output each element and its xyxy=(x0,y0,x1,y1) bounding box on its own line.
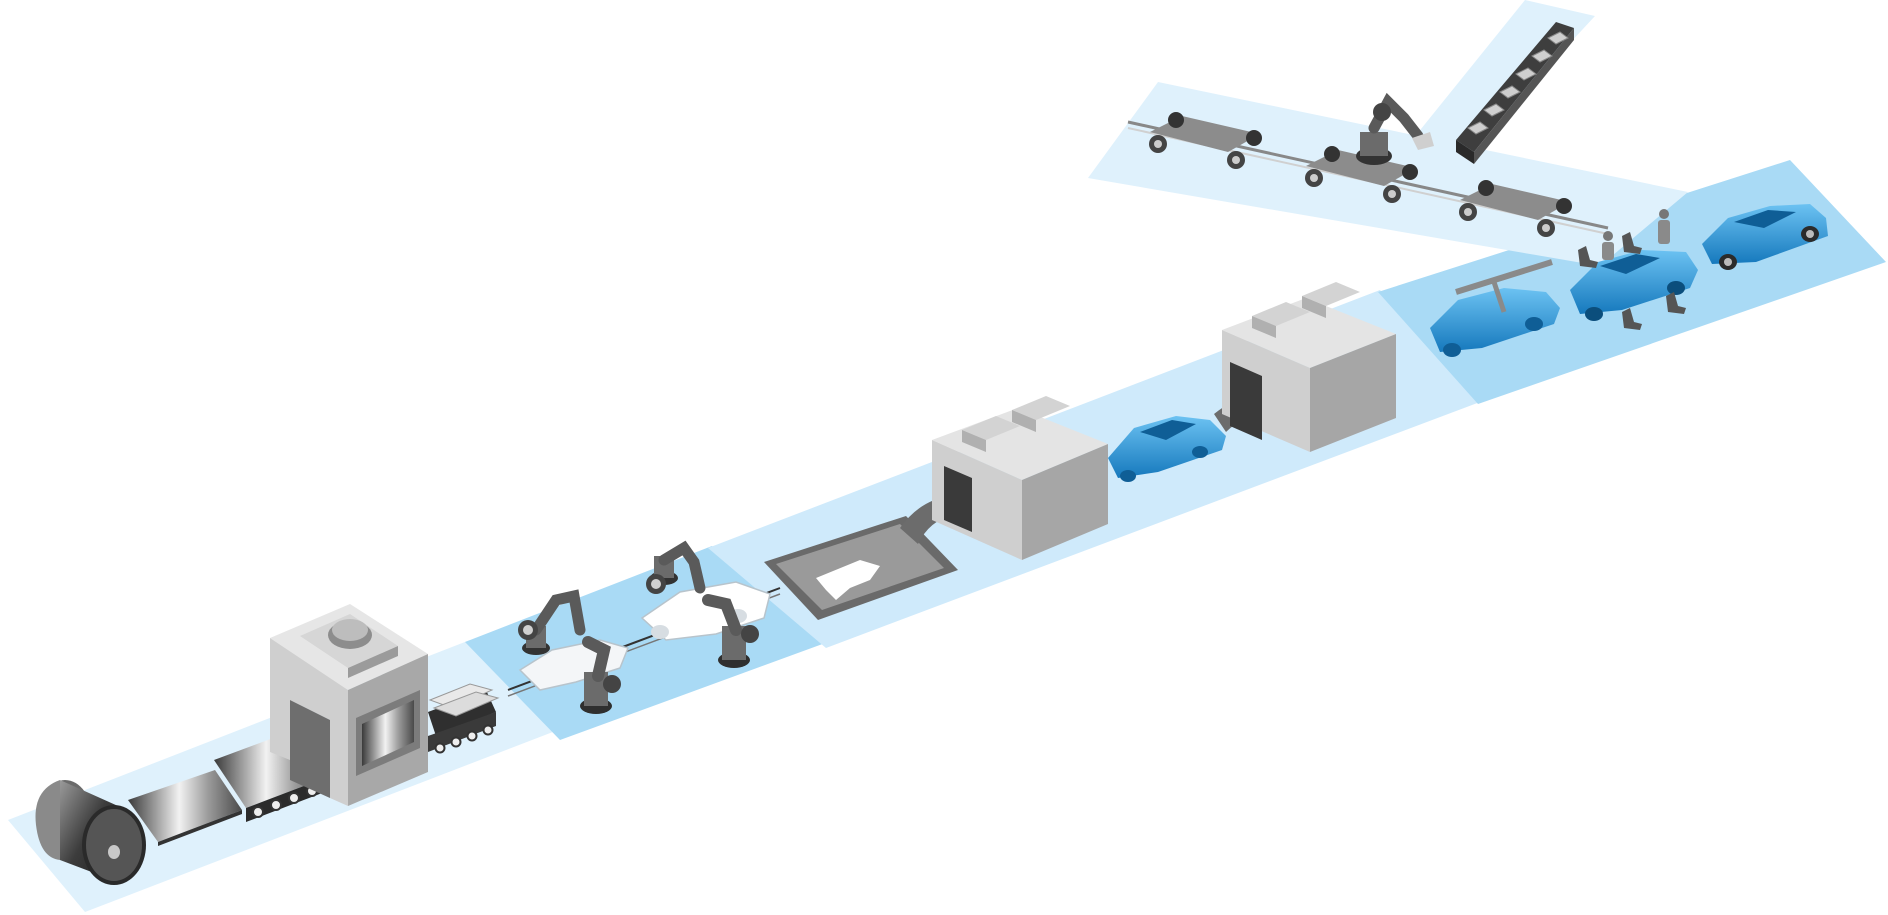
seat-icon xyxy=(1622,232,1642,254)
painted-car-body-icon xyxy=(1108,416,1226,482)
stamped-panels-icon xyxy=(428,683,500,754)
worker-icon xyxy=(1658,209,1670,244)
gantry-icon xyxy=(1455,259,1553,295)
sheet-blank-icon xyxy=(128,770,242,846)
worker-icon xyxy=(1602,231,1614,260)
body-shop xyxy=(507,540,781,714)
parts-rack-icon xyxy=(1456,22,1574,164)
paint-booth-icon xyxy=(932,396,1108,560)
assembly-car-1 xyxy=(1430,288,1560,352)
final-assembly-icon xyxy=(1430,209,1698,357)
paint-booth-icon xyxy=(1214,282,1396,452)
seat-icon xyxy=(1666,292,1686,314)
seat-icon xyxy=(1622,308,1642,330)
assembly-robot-icon xyxy=(1356,92,1434,165)
welding-robot-icon xyxy=(702,594,759,668)
chassis-icon xyxy=(1459,180,1572,237)
finished-car-icon xyxy=(1702,204,1828,270)
chassis-line-icon xyxy=(1149,92,1572,237)
seat-icon xyxy=(1578,246,1598,268)
welding-robot-icon xyxy=(580,636,621,714)
press-shop-icon xyxy=(270,604,428,806)
chassis-icon xyxy=(1305,146,1418,203)
steel-coil-icon xyxy=(35,780,146,885)
welding-robot-icon xyxy=(646,540,706,594)
welding-robot-icon xyxy=(518,589,586,655)
chassis-icon xyxy=(1149,112,1262,169)
